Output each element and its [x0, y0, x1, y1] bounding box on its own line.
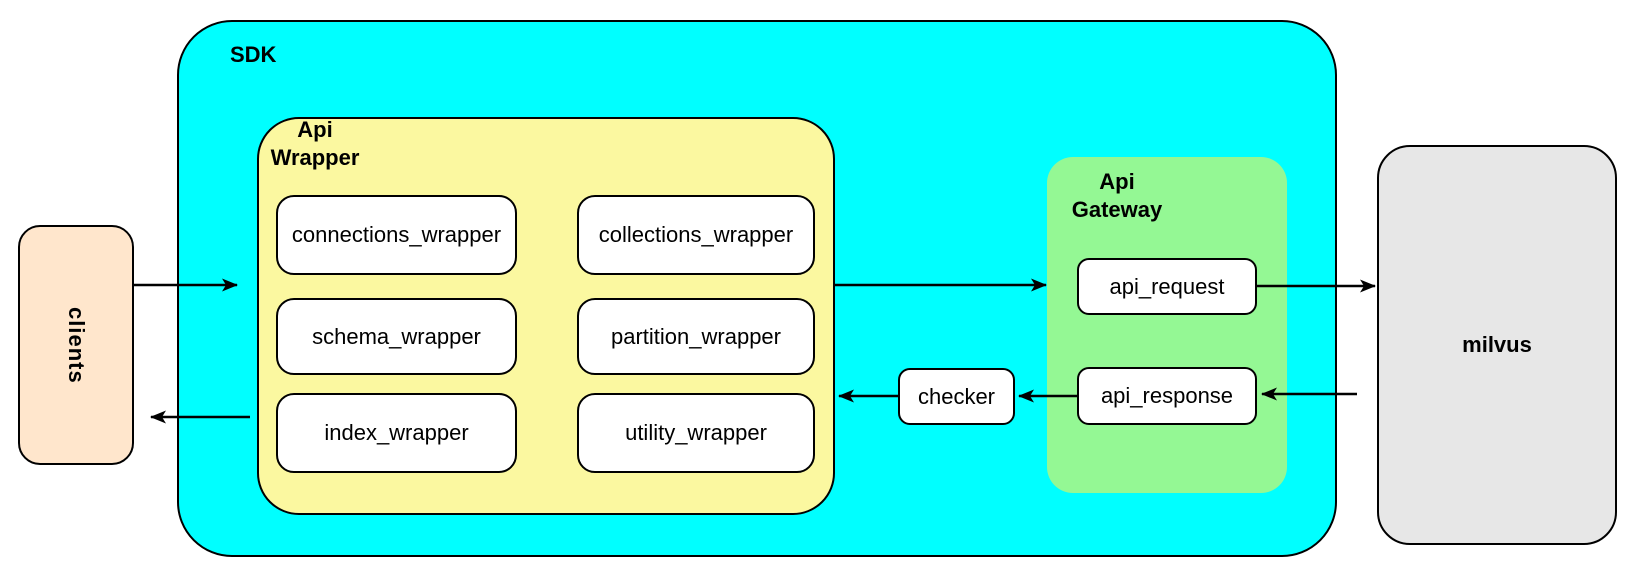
api-response-node: api_response: [1077, 367, 1257, 425]
wrapper-box-utility-label: utility_wrapper: [625, 420, 767, 445]
clients-node: clients: [18, 225, 134, 465]
wrapper-box-connections: connections_wrapper: [276, 195, 517, 275]
api-request-label: api_request: [1109, 273, 1225, 299]
milvus-node: milvus: [1377, 145, 1617, 545]
api-wrapper-label-line1: Api: [297, 117, 333, 142]
api-gateway-container: [1047, 157, 1287, 493]
checker-label: checker: [917, 383, 996, 409]
wrapper-box-collections: collections_wrapper: [577, 195, 815, 275]
wrapper-box-schema-label: schema_wrapper: [312, 323, 481, 349]
clients-label: clients: [64, 306, 89, 384]
milvus-label: milvus: [1462, 332, 1532, 357]
wrapper-box-index: index_wrapper: [276, 393, 517, 473]
wrapper-box-collections-label: collections_wrapper: [598, 222, 794, 247]
wrapper-box-connections-label: connections_wrapper: [291, 222, 502, 247]
api-request-node: api_request: [1077, 258, 1257, 315]
wrapper-box-partition-label: partition_wrapper: [611, 323, 781, 349]
wrapper-box-partition: partition_wrapper: [577, 298, 815, 375]
api-response-label: api_response: [1100, 383, 1234, 408]
wrapper-box-schema: schema_wrapper: [276, 298, 517, 375]
api-gateway-label: Api Gateway: [1066, 168, 1168, 224]
wrapper-box-index-label: index_wrapper: [324, 420, 469, 445]
api-gateway-label-line1: Api: [1099, 169, 1135, 194]
wrapper-box-utility: utility_wrapper: [577, 393, 815, 473]
api-wrapper-label: Api Wrapper: [262, 116, 368, 172]
api-gateway-label-line2: Gateway: [1071, 197, 1163, 222]
api-wrapper-label-line2: Wrapper: [270, 145, 360, 170]
sdk-label: SDK: [230, 42, 277, 67]
checker-node: checker: [898, 368, 1015, 425]
